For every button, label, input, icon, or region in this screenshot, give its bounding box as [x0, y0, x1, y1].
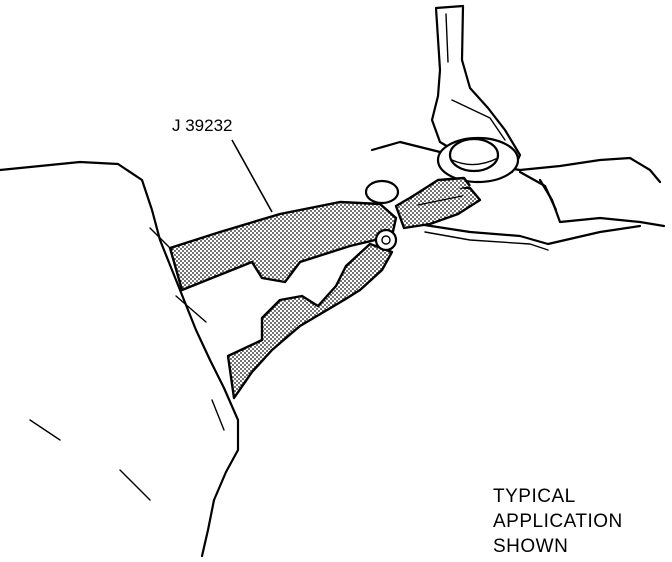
body-panel — [370, 140, 666, 251]
caption-line-1: TYPICAL — [493, 486, 576, 507]
fitting-cap — [364, 136, 520, 205]
tool-part-number: J 39232 — [172, 116, 233, 135]
caption-line-3: SHOWN — [493, 536, 568, 557]
hand-outline — [0, 160, 240, 558]
label-leader-line — [231, 139, 273, 213]
caption-line-2: APPLICATION — [493, 511, 623, 532]
plier-tool — [168, 176, 482, 400]
